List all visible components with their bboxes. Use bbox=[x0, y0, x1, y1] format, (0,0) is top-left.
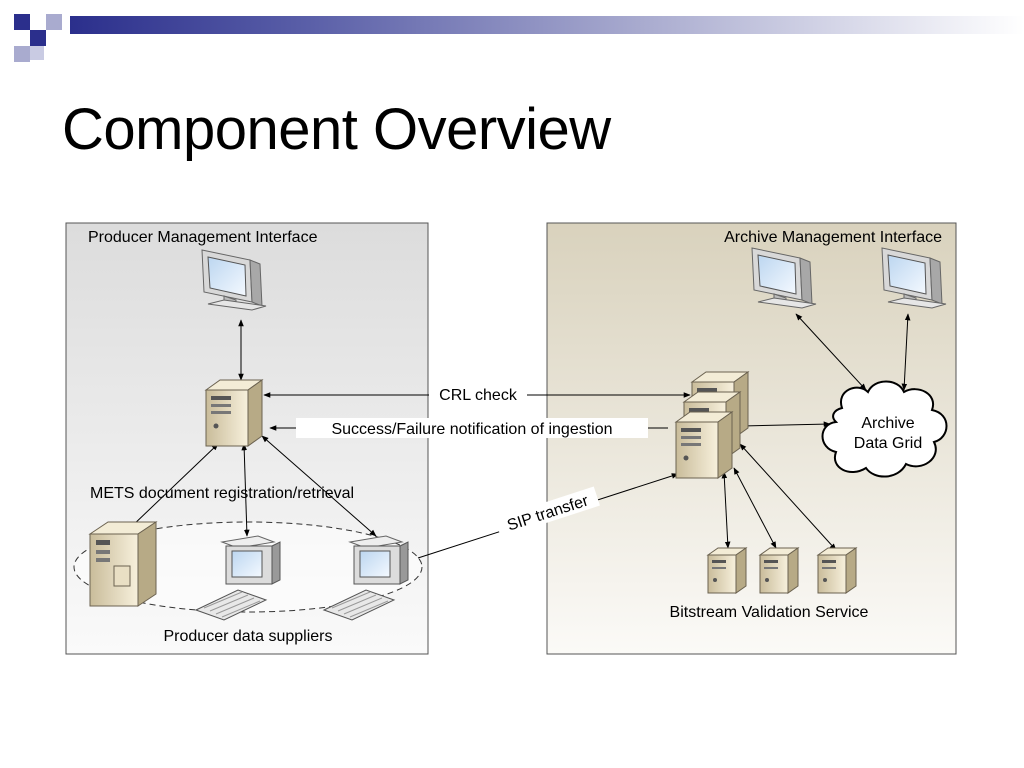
tower-server-icon bbox=[88, 521, 158, 607]
arrow-server-workstation bbox=[241, 443, 250, 537]
mets-label: METS document registration/retrieval bbox=[90, 485, 354, 502]
header-gradient-bar bbox=[70, 16, 1024, 34]
server-icon bbox=[675, 411, 733, 479]
server-icon bbox=[205, 379, 263, 447]
data-grid-cloud-icon bbox=[821, 380, 948, 478]
notification-label: Success/Failure notification of ingestio… bbox=[331, 421, 612, 438]
bitstream-validation-label: Bitstream Validation Service bbox=[670, 604, 869, 621]
arrow-servers-bitstream3 bbox=[739, 443, 837, 551]
arrow-monitor2-grid bbox=[901, 313, 911, 391]
deco-square bbox=[46, 14, 62, 30]
arrow-monitor1-grid bbox=[795, 313, 867, 391]
data-grid-label: Data Grid bbox=[854, 435, 922, 452]
crl-check-label: CRL check bbox=[439, 387, 518, 404]
arrow-server-tower bbox=[129, 443, 219, 529]
deco-square bbox=[14, 14, 30, 30]
arrow-servers-grid bbox=[741, 421, 831, 427]
server-icon bbox=[707, 547, 747, 594]
producer-panel-title: Producer Management Interface bbox=[88, 229, 318, 246]
archive-panel-title: Archive Management Interface bbox=[724, 229, 942, 246]
server-icon bbox=[759, 547, 799, 594]
deco-square bbox=[30, 30, 46, 46]
producer-suppliers-label: Producer data suppliers bbox=[164, 628, 333, 645]
deco-square bbox=[30, 46, 44, 60]
arrow-servers-bitstream1 bbox=[721, 471, 731, 549]
arrow-server-workstation-right bbox=[261, 435, 377, 537]
server-icon bbox=[817, 547, 857, 594]
deco-square bbox=[14, 46, 30, 62]
slide-title: Component Overview bbox=[62, 97, 611, 162]
data-grid-label: Archive bbox=[861, 415, 914, 432]
